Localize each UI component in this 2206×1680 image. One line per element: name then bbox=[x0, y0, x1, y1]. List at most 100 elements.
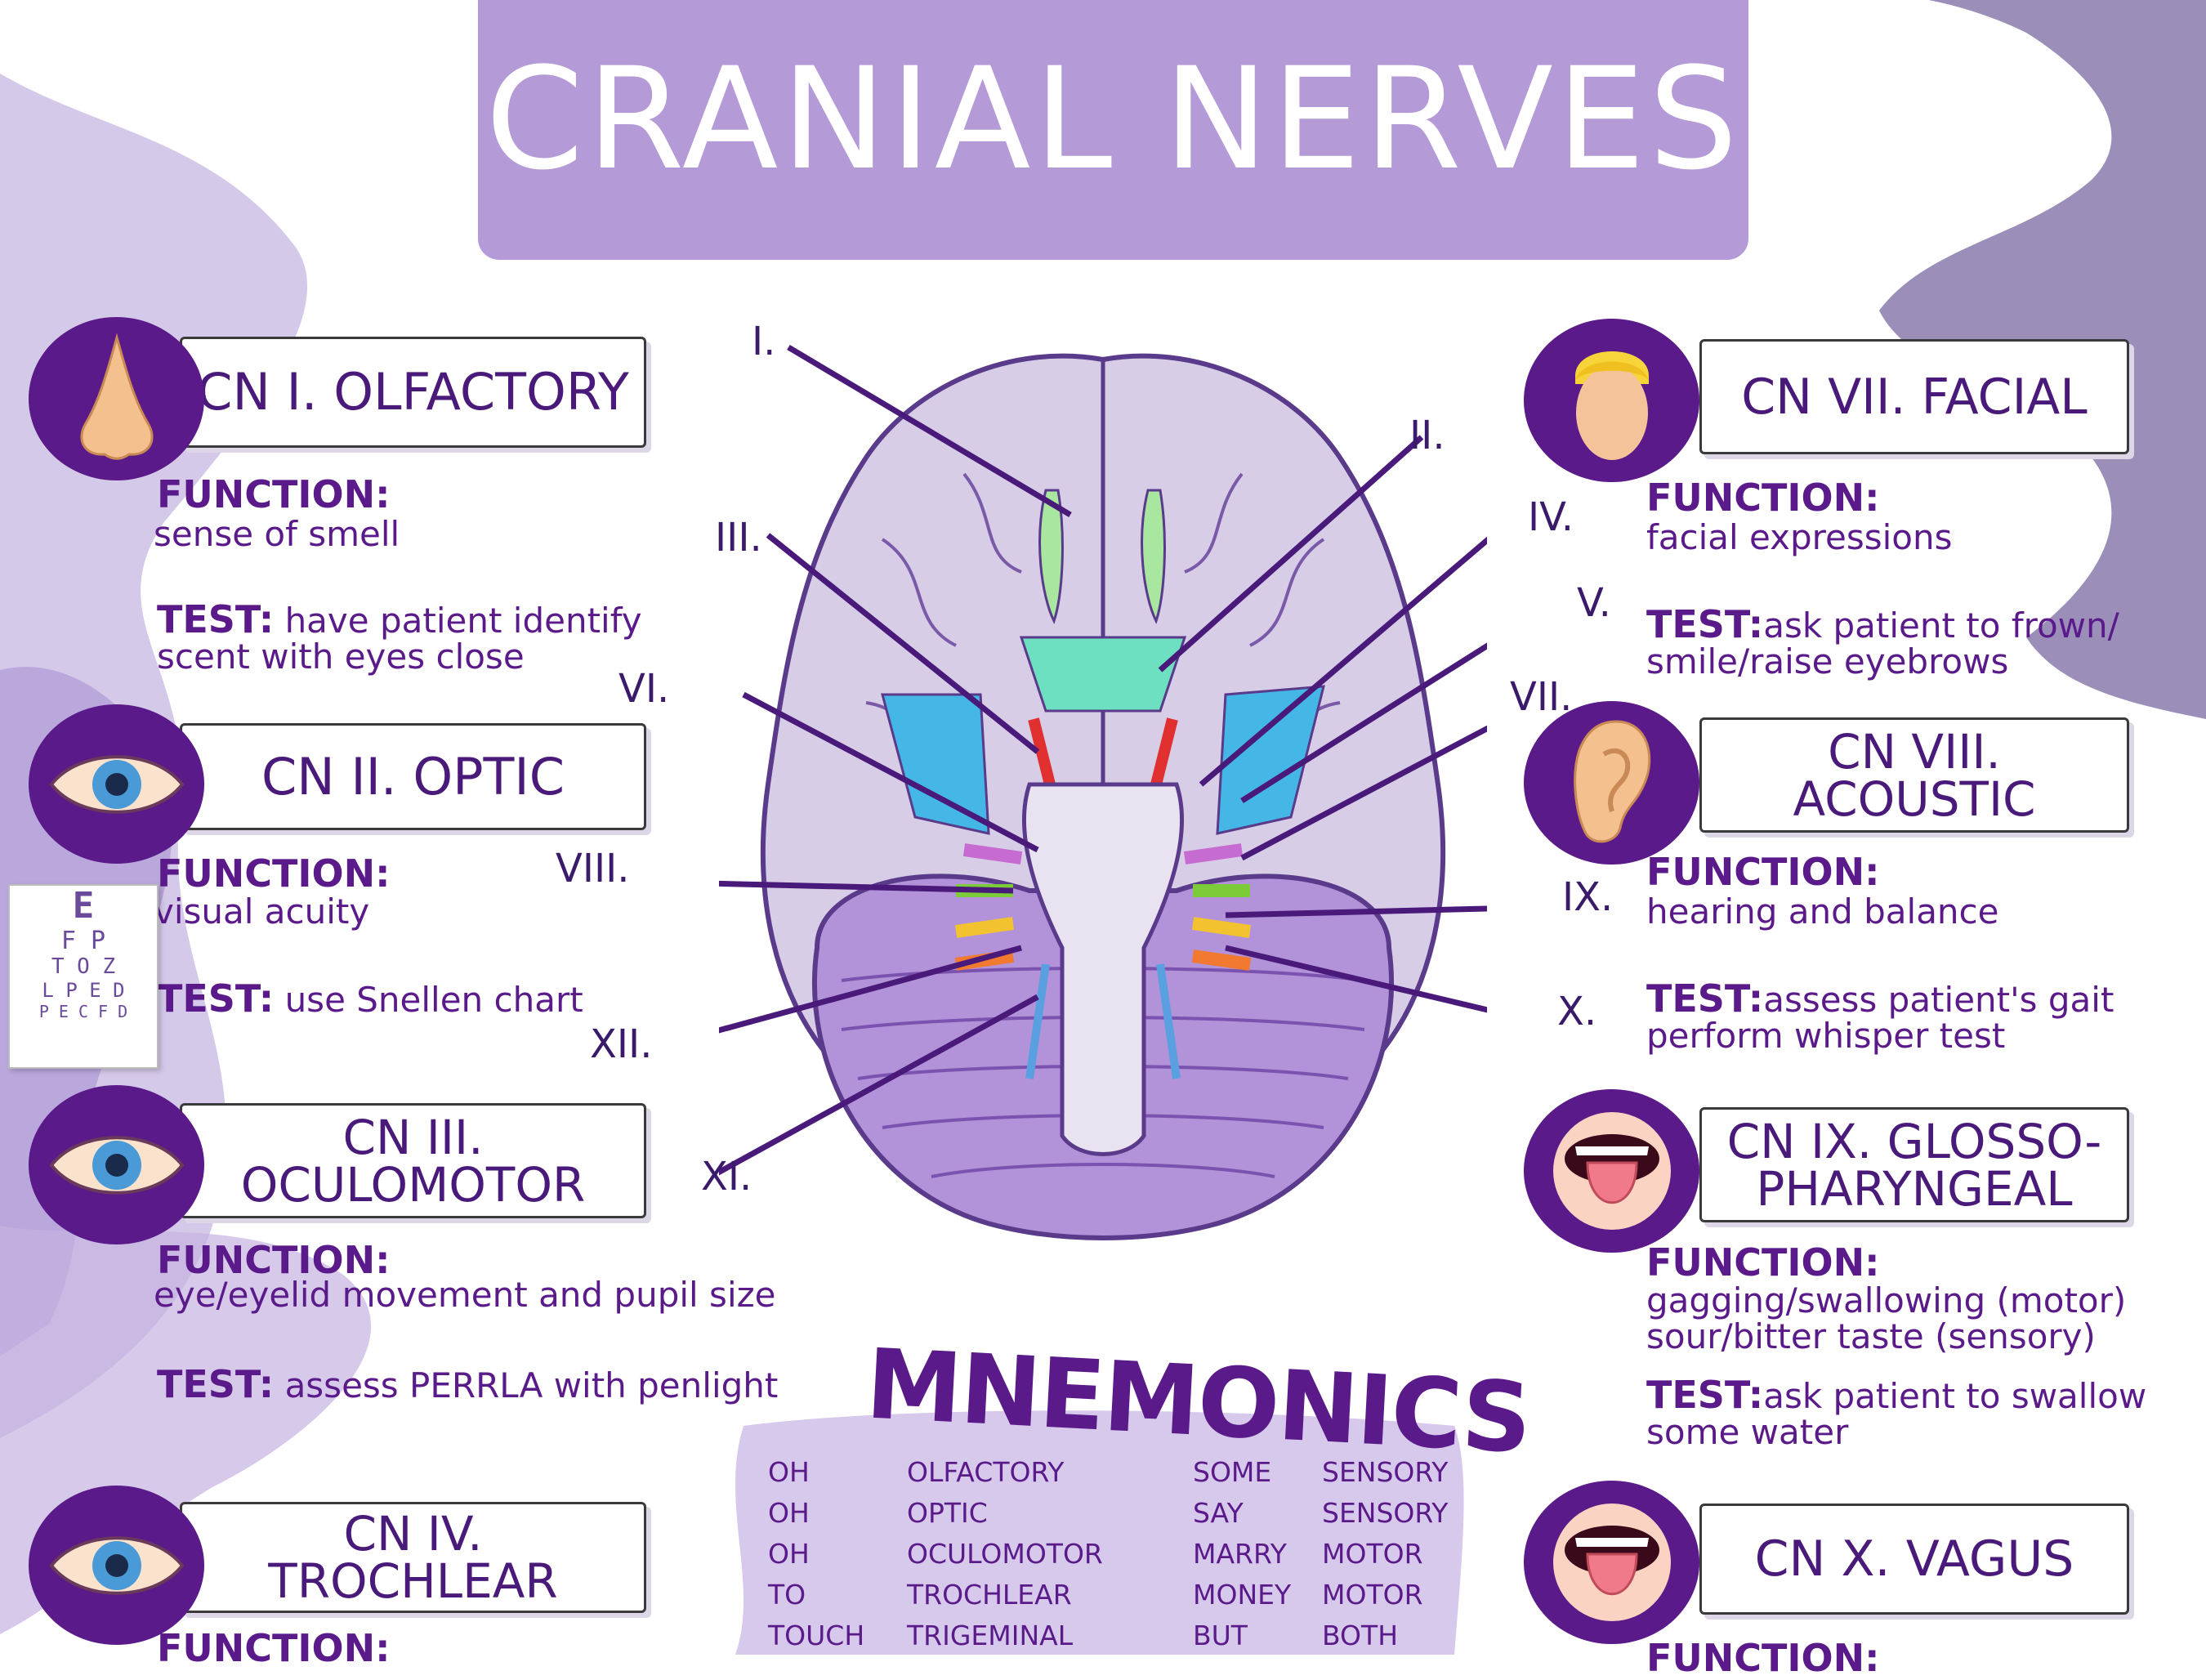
snellen-row-2: F P bbox=[60, 926, 106, 955]
cn1-function-text: sense of smell bbox=[154, 514, 400, 554]
snellen-row-5: P E C F D bbox=[38, 1001, 128, 1021]
cn9-badge bbox=[1524, 1089, 1699, 1253]
cn9-label-line-1: CN IX. GLOSSO- bbox=[1726, 1113, 2102, 1169]
cn3-function-heading: FUNCTION: bbox=[157, 1238, 391, 1282]
cn8-function-text: hearing and balance bbox=[1646, 891, 1999, 932]
cn9-test-heading: TEST: bbox=[1646, 1373, 1764, 1417]
mnemonic-nerve: OLFACTORY bbox=[907, 1456, 1065, 1488]
cn1-label-box: CN I. OLFACTORY bbox=[180, 337, 646, 448]
cn8-label-line-2: ACOUSTIC bbox=[1793, 771, 2036, 827]
page-title: CRANIAL NERVES bbox=[485, 37, 1741, 201]
brain-diagram bbox=[719, 344, 1487, 1240]
cn7-test: TEST:ask patient to frown/ smile/raise e… bbox=[1646, 605, 2119, 680]
cn9-label-box: CN IX. GLOSSO- PHARYNGEAL bbox=[1699, 1107, 2129, 1222]
mnemonic-type: SENSORY bbox=[1322, 1456, 1449, 1488]
cn2-function-text: visual acuity bbox=[154, 891, 370, 932]
cn7-test-text-2: smile/raise eyebrows bbox=[1646, 641, 2009, 682]
diagram-label-III: III. bbox=[715, 515, 762, 561]
diagram-label-I: I. bbox=[752, 319, 776, 364]
cn2-test-heading: TEST: bbox=[157, 976, 275, 1021]
cn2-label: CN II. OPTIC bbox=[261, 746, 565, 806]
cn3-badge bbox=[29, 1085, 204, 1244]
cn7-test-text-1: ask patient to frown/ bbox=[1763, 605, 2119, 646]
cn1-test-text-1: have patient identify bbox=[284, 601, 642, 641]
eye-icon bbox=[48, 1535, 185, 1595]
brainstem bbox=[1022, 782, 1184, 1156]
mnemonic-word: OH bbox=[768, 1497, 810, 1529]
diagram-label-XI: XI. bbox=[701, 1154, 752, 1200]
mnemonic-nerve: OPTIC bbox=[907, 1497, 988, 1529]
cn1-test-heading: TEST: bbox=[157, 597, 275, 641]
mnemonic-nerve: OCULOMOTOR bbox=[907, 1538, 1103, 1570]
mouth-tongue-icon bbox=[1552, 1504, 1671, 1621]
diagram-label-II: II. bbox=[1409, 413, 1445, 458]
cn8-test-text-2: perform whisper test bbox=[1646, 1016, 2006, 1057]
cn8-label-box: CN VIII. ACOUSTIC bbox=[1699, 717, 2129, 833]
cn7-badge bbox=[1524, 319, 1699, 482]
mnemonic-word: OH bbox=[768, 1456, 810, 1488]
cn3-label-line-2: OCULOMOTOR bbox=[240, 1156, 586, 1213]
cn8-label-line-1: CN VIII. bbox=[1828, 723, 2001, 780]
mnemonic-type: MOTOR bbox=[1322, 1538, 1423, 1570]
cn4-label-box: CN IV. TROCHLEAR bbox=[180, 1502, 646, 1613]
cn7-label-box: CN VII. FACIAL bbox=[1699, 339, 2129, 454]
mnemonic-nerve: TROCHLEAR bbox=[907, 1579, 1072, 1611]
cn2-function-heading: FUNCTION: bbox=[157, 851, 391, 896]
snellen-row-1: E bbox=[72, 885, 95, 927]
snellen-row-3: T O Z bbox=[51, 954, 116, 980]
cn2-badge bbox=[29, 704, 204, 864]
mnemonic-type: MOTOR bbox=[1322, 1579, 1423, 1611]
cn1-label: CN I. OLFACTORY bbox=[197, 362, 629, 422]
cn8-function-heading: FUNCTION: bbox=[1646, 850, 1880, 894]
cn9-function-heading: FUNCTION: bbox=[1646, 1240, 1880, 1285]
cn1-function-heading: FUNCTION: bbox=[157, 472, 391, 516]
ear-icon bbox=[1573, 720, 1650, 843]
cn9-test: TEST:ask patient to swallow some water bbox=[1646, 1375, 2146, 1450]
cn4-badge bbox=[29, 1486, 204, 1645]
cn8-test-text-1: assess patient's gait bbox=[1763, 980, 2114, 1020]
eye-icon bbox=[48, 1135, 185, 1195]
mnemonic-word: OH bbox=[768, 1538, 810, 1570]
mnemonic-nerve: TRIGEMINAL bbox=[907, 1620, 1074, 1651]
snellen-row-4: L P E D bbox=[42, 978, 125, 1002]
mnemonic-type: SENSORY bbox=[1322, 1497, 1449, 1529]
mnemonic-word2: MARRY bbox=[1193, 1538, 1287, 1570]
cn3-label-line-1: CN III. bbox=[342, 1109, 484, 1165]
cn2-test: TEST: use Snellen chart bbox=[157, 979, 583, 1018]
mnemonic-word: TO bbox=[768, 1579, 806, 1611]
cn9-function: gagging/swallowing (motor) sour/bitter t… bbox=[1646, 1280, 2127, 1357]
mnemonic-backdrop-stroke bbox=[735, 1410, 1464, 1655]
mnemonic-nerves-column: OLFACTORY OPTIC OCULOMOTOR TROCHLEAR TRI… bbox=[907, 1452, 1103, 1656]
face-icon bbox=[1574, 351, 1649, 460]
mnemonic-words2-column: SOME SAY MARRY MONEY BUT bbox=[1193, 1452, 1291, 1656]
cn3-label-box: CN III. OCULOMOTOR bbox=[180, 1103, 646, 1218]
cn4-label-line-1: CN IV. bbox=[343, 1506, 483, 1562]
cn1-test: TEST: have patient identify scent with e… bbox=[157, 600, 642, 675]
cn2-label-box: CN II. OPTIC bbox=[180, 723, 646, 830]
cn9-function-text-1: gagging/swallowing (motor) bbox=[1646, 1280, 2127, 1320]
cn10-label: CN X. VAGUS bbox=[1754, 1530, 2074, 1588]
cn7-label: CN VII. FACIAL bbox=[1741, 368, 2088, 426]
cn10-function-heading: FUNCTION: bbox=[1646, 1636, 1880, 1680]
cn4-label-line-2: TROCHLEAR bbox=[268, 1553, 558, 1609]
mnemonic-word2: MONEY bbox=[1193, 1579, 1292, 1611]
cn8-test: TEST:assess patient's gait perform whisp… bbox=[1646, 979, 2114, 1054]
diagram-label-VII: VII. bbox=[1510, 674, 1573, 720]
cn9-label-line-2: PHARYNGEAL bbox=[1756, 1160, 2073, 1217]
cn10-label-box: CN X. VAGUS bbox=[1699, 1504, 2129, 1615]
cn7-test-heading: TEST: bbox=[1646, 602, 1764, 646]
mnemonic-words-column: OH OH OH TO TOUCH bbox=[768, 1452, 864, 1656]
cn1-badge bbox=[29, 317, 204, 480]
snellen-chart: E F P T O Z L P E D P E C F D bbox=[8, 884, 159, 1069]
cn8-badge bbox=[1524, 701, 1699, 865]
mnemonic-word: TOUCH bbox=[768, 1620, 865, 1651]
cn10-badge bbox=[1524, 1481, 1699, 1644]
nose-icon bbox=[80, 333, 153, 460]
cn3-test-text-1: assess PERRLA with penlight bbox=[284, 1365, 779, 1405]
mnemonic-types-column: SENSORY SENSORY MOTOR MOTOR BOTH bbox=[1322, 1452, 1448, 1656]
cn9-test-text-1: ask patient to swallow bbox=[1763, 1376, 2147, 1416]
diagram-label-VIII: VIII. bbox=[556, 846, 630, 891]
diagram-label-IX: IX. bbox=[1562, 874, 1614, 920]
diagram-label-VI: VI. bbox=[618, 666, 670, 712]
cn9-function-text-2: sour/bitter taste (sensory) bbox=[1646, 1316, 2096, 1357]
